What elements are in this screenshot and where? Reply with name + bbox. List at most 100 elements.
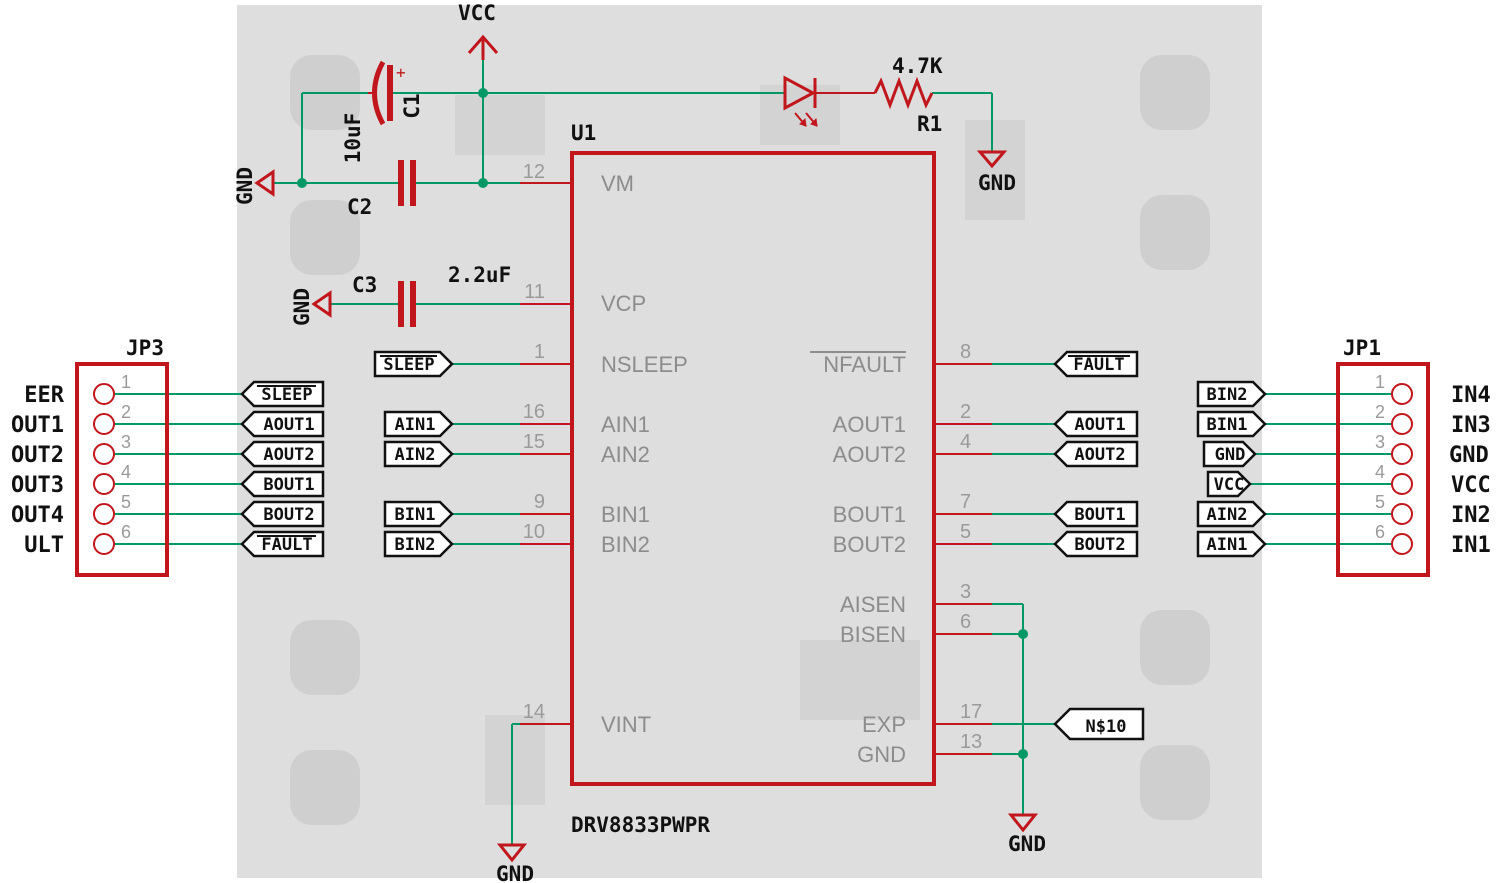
r1-value: 4.7K bbox=[892, 54, 943, 78]
jp1-name-3: GND bbox=[1449, 443, 1489, 468]
r1-ref: R1 bbox=[917, 112, 942, 136]
junctions bbox=[297, 88, 1028, 759]
jp1-tag-3 bbox=[1202, 440, 1257, 468]
jp1-pin-6: 6 bbox=[1375, 522, 1385, 542]
jp1-tag-label-5: AIN2 bbox=[1207, 505, 1248, 525]
pin-num-bout1: 7 bbox=[960, 491, 971, 513]
net-tag-label-bin1: BIN1 bbox=[395, 505, 436, 525]
pin-num-aisen: 3 bbox=[960, 581, 971, 603]
pin-name-aout2: AOUT2 bbox=[833, 442, 906, 467]
pin-num-vcp: 11 bbox=[524, 281, 545, 303]
net-tag-label-sleep: SLEEP bbox=[383, 355, 434, 375]
pin-num-vm: 12 bbox=[523, 161, 545, 183]
gnd-label-c3: GND bbox=[290, 288, 314, 326]
pin-name-bin2: BIN2 bbox=[601, 532, 650, 557]
jp1-tag-label-4: VCC bbox=[1214, 475, 1245, 495]
wires bbox=[115, 60, 1392, 845]
net-tag-bout2-right bbox=[1053, 530, 1139, 558]
jp3-pin-1: 1 bbox=[121, 372, 131, 392]
pin-name-bout2: BOUT2 bbox=[833, 532, 906, 557]
jp1-tag-4 bbox=[1206, 470, 1252, 498]
jp3-tag-5 bbox=[240, 500, 325, 528]
jp3-tag-2 bbox=[240, 410, 325, 438]
ic-body bbox=[570, 151, 936, 786]
net-tags bbox=[240, 350, 1267, 741]
net-tag-aout1-right bbox=[1053, 410, 1139, 438]
pin-num-ain2: 15 bbox=[523, 431, 545, 453]
gnd-label-bus: GND bbox=[1008, 832, 1046, 856]
net-tag-label-ain1: AIN1 bbox=[395, 415, 436, 435]
jp1-pin-1: 1 bbox=[1375, 372, 1385, 392]
jp1-tag-label-6: AIN1 bbox=[1207, 535, 1248, 555]
net-tag-label-aout2: AOUT2 bbox=[1074, 445, 1125, 465]
jp3-name-5: OUT4 bbox=[11, 503, 64, 528]
jp1-tag-5 bbox=[1196, 500, 1267, 528]
jp3-tag-3 bbox=[240, 440, 325, 468]
jp1-name-4: VCC bbox=[1451, 473, 1491, 498]
jp1-tag-6 bbox=[1196, 530, 1267, 558]
pin-name-nfault: NFAULT bbox=[823, 352, 906, 377]
pin-num-bin2: 10 bbox=[523, 521, 545, 543]
c3-ref: C3 bbox=[352, 273, 377, 297]
jp3-body bbox=[75, 362, 169, 577]
net-tag-ain2-left bbox=[383, 440, 454, 468]
jp3-ref: JP3 bbox=[126, 336, 164, 360]
net-tag-n10 bbox=[1053, 707, 1145, 741]
jp3-name-1: EER bbox=[24, 383, 64, 408]
jp3-tag-label-6: FAULT bbox=[261, 535, 312, 555]
jp3-pin-2: 2 bbox=[121, 402, 131, 422]
pin-name-ain2: AIN2 bbox=[601, 442, 650, 467]
pin-name-nsleep: NSLEEP bbox=[601, 352, 688, 377]
net-tag-label-bout2: BOUT2 bbox=[1074, 535, 1125, 555]
jp3-name-3: OUT2 bbox=[11, 443, 64, 468]
net-tag-sleep-left bbox=[373, 350, 454, 378]
jp3-tag-label-4: BOUT1 bbox=[263, 475, 314, 495]
jp3-name-4: OUT3 bbox=[11, 473, 64, 498]
gnd-label-vint: GND bbox=[496, 862, 534, 883]
pin-name-vcp: VCP bbox=[601, 291, 646, 316]
pin-name-exp: EXP bbox=[862, 712, 906, 737]
pin-num-nfault: 8 bbox=[960, 341, 971, 363]
jp1-name-2: IN3 bbox=[1451, 413, 1491, 438]
pin-name-bisen: BISEN bbox=[840, 622, 906, 647]
jp1-body bbox=[1336, 362, 1430, 577]
net-tag-label-bin2: BIN2 bbox=[395, 535, 436, 555]
jp3-pin-5: 5 bbox=[121, 492, 131, 512]
components bbox=[75, 34, 1430, 863]
pin-name-bin1: BIN1 bbox=[601, 502, 650, 527]
pin-name-aout1: AOUT1 bbox=[833, 412, 906, 437]
jp1-pin-5: 5 bbox=[1375, 492, 1385, 512]
jp3-pin-3: 3 bbox=[121, 432, 131, 452]
jp3-tag-label-2: AOUT1 bbox=[263, 415, 314, 435]
c3-value: 2.2uF bbox=[448, 263, 511, 287]
overbars bbox=[257, 355, 1130, 537]
c1-plus-sign: + bbox=[396, 63, 406, 82]
net-tag-ain1-left bbox=[383, 410, 454, 438]
net-tag-bin2-left bbox=[383, 530, 454, 558]
jp1-ref: JP1 bbox=[1343, 336, 1381, 360]
pin-num-aout1: 2 bbox=[960, 401, 971, 423]
net-tag-label-ain2: AIN2 bbox=[395, 445, 436, 465]
pin-num-bisen: 6 bbox=[960, 611, 971, 633]
jp3-pin-6: 6 bbox=[121, 522, 131, 542]
pin-num-bin1: 9 bbox=[534, 491, 545, 513]
jp3-pin-4: 4 bbox=[121, 462, 131, 482]
jp3-tag-4 bbox=[240, 470, 325, 498]
pin-name-aisen: AISEN bbox=[840, 592, 906, 617]
net-tag-label-aout1: AOUT1 bbox=[1074, 415, 1125, 435]
jp3-tag-6 bbox=[240, 530, 325, 558]
jp3-tag-label-3: AOUT2 bbox=[263, 445, 314, 465]
jp1-name-5: IN2 bbox=[1451, 503, 1491, 528]
c1-value: 10uF bbox=[341, 113, 365, 164]
jp1-pin-4: 4 bbox=[1375, 462, 1385, 482]
net-tag-bin1-left bbox=[383, 500, 454, 528]
jp3-tag-label-5: BOUT2 bbox=[263, 505, 314, 525]
pin-name-gnd: GND bbox=[857, 742, 906, 767]
net-tag-label-fault: FAULT bbox=[1073, 355, 1124, 375]
jp1-pin-3: 3 bbox=[1375, 432, 1385, 452]
jp1-tag-1 bbox=[1196, 380, 1267, 408]
jp3-tag-1 bbox=[240, 380, 325, 408]
ic-ref: U1 bbox=[571, 121, 596, 145]
pin-num-bout2: 5 bbox=[960, 521, 971, 543]
net-tag-fault-right bbox=[1053, 350, 1139, 378]
